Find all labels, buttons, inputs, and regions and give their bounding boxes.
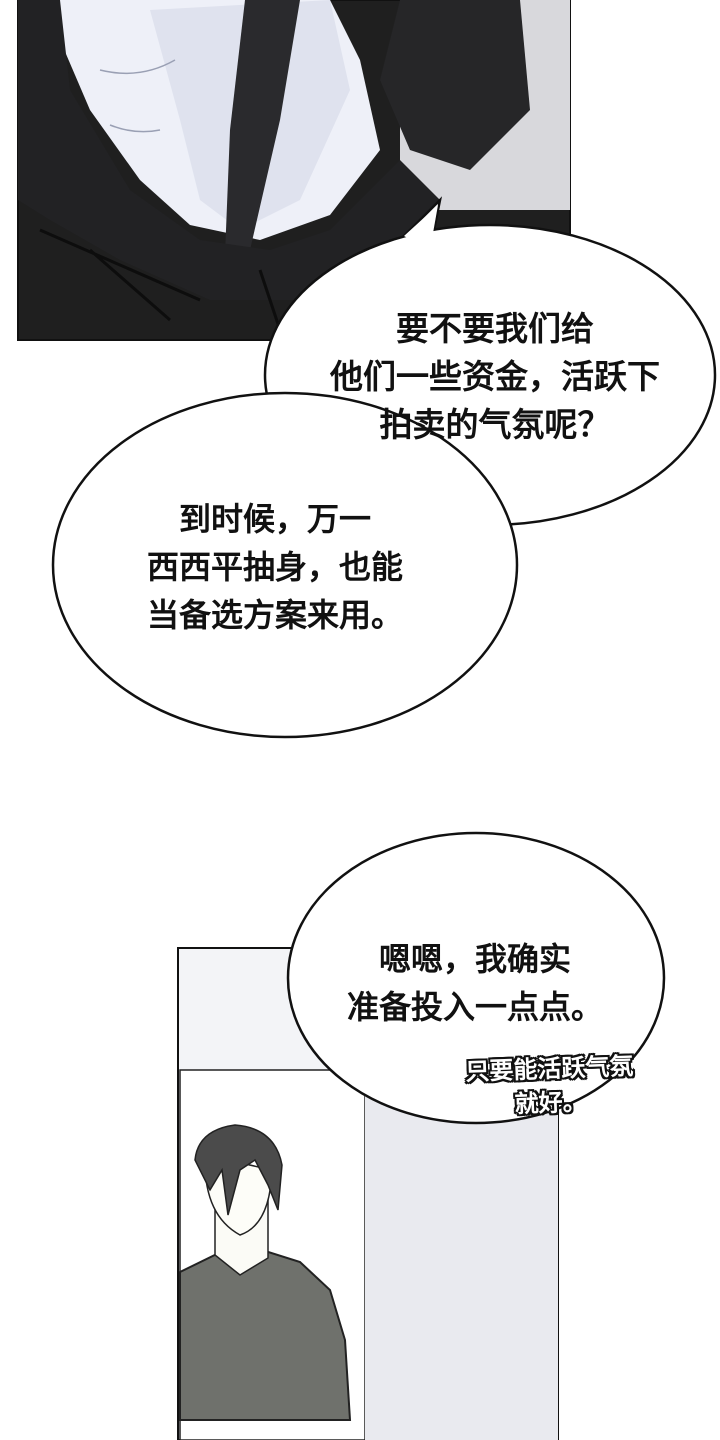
bubble-line: 西西平抽身，也能 (146, 548, 403, 586)
speech-bubble-bottom (286, 831, 666, 1125)
bubble-right-text: 要不要我们给 他们一些资金，活跃下 拍卖的气氛呢？ (300, 305, 690, 449)
speech-bubble-left (51, 391, 519, 739)
bubble-line: 到时候，万一 (178, 500, 371, 538)
bubble-bottom-text: 嗯嗯，我确实 准备投入一点点。 (320, 935, 630, 1031)
bubble-line: 嗯嗯，我确实 (378, 940, 571, 978)
bubble-line: 准备投入一点点。 (346, 988, 603, 1026)
man-figure (179, 1124, 352, 1421)
aside-handwritten-text: 只要能活跃气氛 就好。 (439, 1048, 661, 1124)
bubble-line: 当备选方案来用。 (146, 596, 403, 634)
top-panel (17, 0, 571, 341)
bubble-line: 他们一些资金，活跃下 (330, 357, 660, 396)
bubble-line: 拍卖的气氛呢？ (379, 405, 611, 444)
bubble-line: 要不要我们给 (396, 309, 594, 348)
bubble-left-text: 到时候，万一 西西平抽身，也能 当备选方案来用。 (105, 495, 445, 639)
